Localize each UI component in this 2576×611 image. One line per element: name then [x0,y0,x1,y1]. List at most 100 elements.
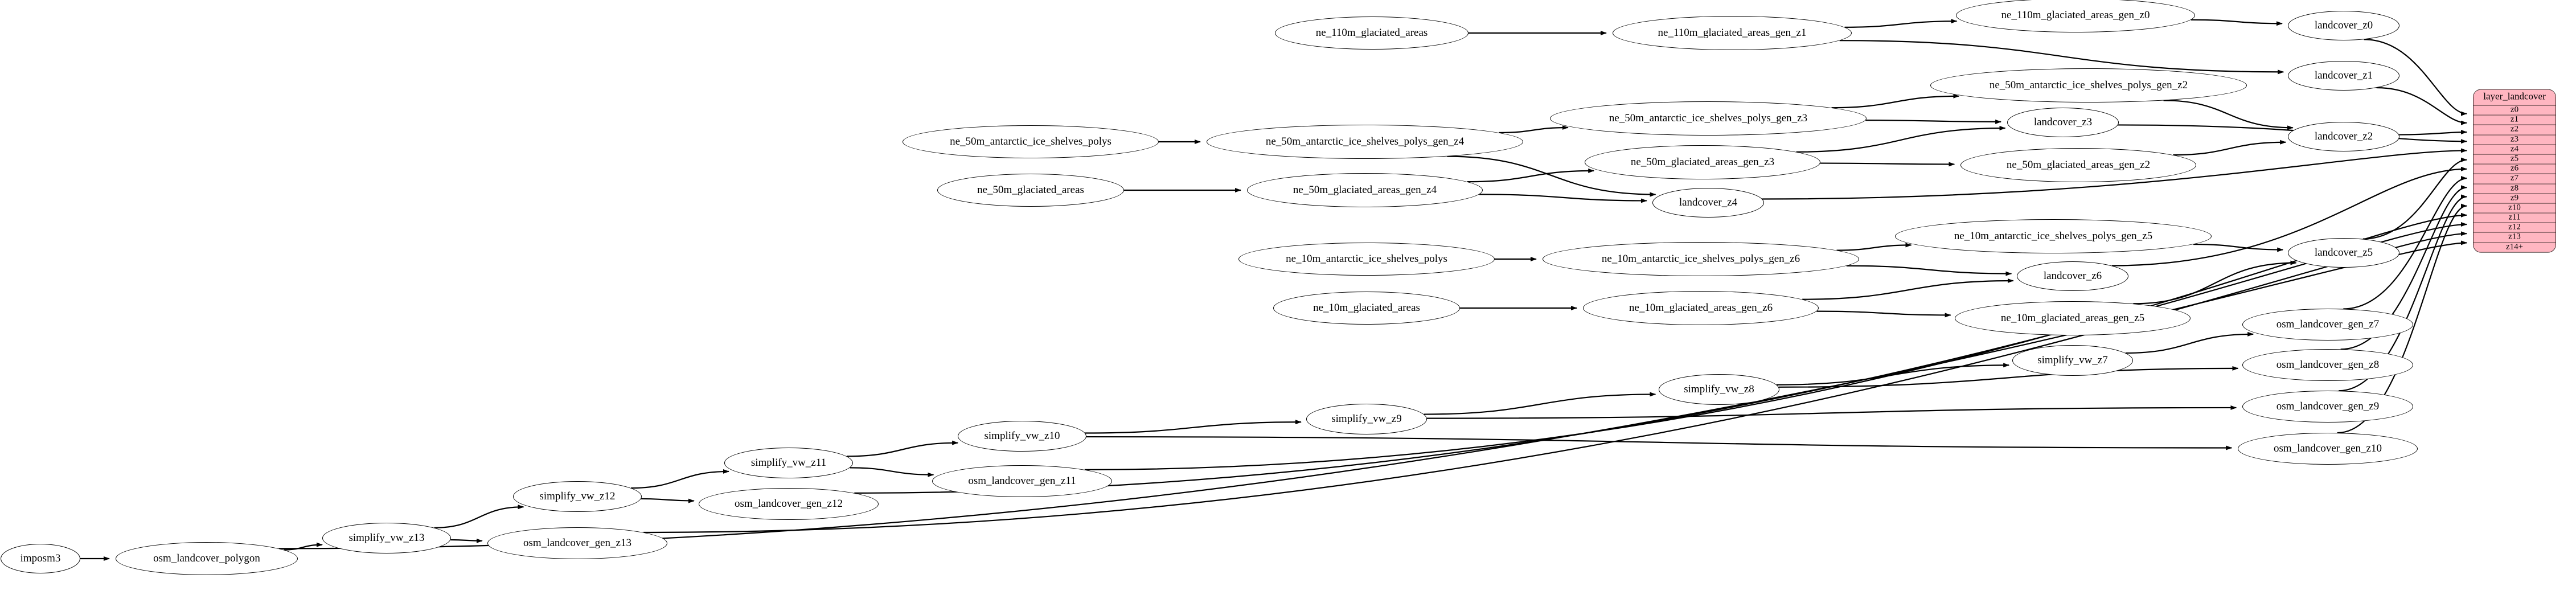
graph-node-osm_landcover_gen_z13[interactable]: osm_landcover_gen_z13 [487,527,667,559]
graph-edge [641,498,695,503]
table-row[interactable]: z12 [2474,223,2556,233]
graph-edge [1816,310,1951,318]
graph-edge [1479,194,1647,203]
graph-node-osm_landcover_polygon[interactable]: osm_landcover_polygon [116,542,298,575]
graph-node-label: ne_10m_antarctic_ice_shelves_polys_gen_z… [1954,230,2153,242]
graph-node-label: simplify_vw_z11 [750,457,827,469]
graph-edge [2343,176,2467,310]
graph-edge [1802,278,2014,300]
graph-node-osm_landcover_gen_z10[interactable]: osm_landcover_gen_z10 [2238,433,2418,465]
graph-node-osm_landcover_gen_z9[interactable]: osm_landcover_gen_z9 [2242,391,2413,423]
graph-node-osm_landcover_gen_z8[interactable]: osm_landcover_gen_z8 [2242,349,2413,381]
graph-edge [1839,40,2284,75]
graph-node-ne_50m_antarctic_ice_shelves_polys_gen_z4[interactable]: ne_50m_antarctic_ice_shelves_polys_gen_z… [1207,125,1523,159]
graph-node-ne_10m_glaciated_areas[interactable]: ne_10m_glaciated_areas [1273,292,1460,325]
graph-node-imposm3[interactable]: imposm3 [1,544,80,573]
graph-node-simplify_vw_z12[interactable]: simplify_vw_z12 [513,481,642,512]
graph-node-label: ne_110m_glaciated_areas [1315,27,1428,39]
graph-node-label: osm_landcover_gen_z10 [2274,442,2382,454]
graph-node-label: ne_110m_glaciated_areas_gen_z0 [2001,9,2150,21]
graph-node-ne_10m_antarctic_ice_shelves_polys_gen_z5[interactable]: ne_10m_antarctic_ice_shelves_polys_gen_z… [1895,219,2212,253]
graph-node-landcover_z5[interactable]: landcover_z5 [2288,238,2399,268]
graph-edge [1085,420,1302,434]
table-row[interactable]: z13 [2474,232,2556,243]
table-row[interactable]: z2 [2474,125,2556,136]
graph-node-osm_landcover_gen_z12[interactable]: osm_landcover_gen_z12 [699,488,879,520]
table-row[interactable]: z10 [2474,203,2556,214]
graph-node-label: ne_10m_glaciated_areas_gen_z6 [1629,302,1773,314]
graph-node-ne_50m_glaciated_areas_gen_z4[interactable]: ne_50m_glaciated_areas_gen_z4 [1247,173,1483,207]
graph-edge [1796,126,2006,153]
graph-node-ne_10m_antarctic_ice_shelves_polys[interactable]: ne_10m_antarctic_ice_shelves_polys [1238,243,1495,276]
graph-node-label: simplify_vw_z10 [984,430,1060,442]
graph-node-ne_50m_glaciated_areas[interactable]: ne_50m_glaciated_areas [937,174,1124,207]
graph-node-label: osm_landcover_gen_z11 [968,475,1076,487]
graph-node-landcover_z4[interactable]: landcover_z4 [1652,188,1764,218]
graph-node-ne_10m_glaciated_areas_gen_z6[interactable]: ne_10m_glaciated_areas_gen_z6 [1583,291,1819,325]
graph-edge [2193,243,2284,252]
graph-edge [434,505,524,528]
graph-node-ne_110m_glaciated_areas[interactable]: ne_110m_glaciated_areas [1275,17,1469,50]
table-row[interactable]: z6 [2474,164,2556,174]
table-row[interactable]: z4 [2474,145,2556,155]
table-row[interactable]: z14+ [2474,243,2556,252]
graph-node-simplify_vw_z13[interactable]: simplify_vw_z13 [322,523,451,553]
graph-node-label: ne_50m_antarctic_ice_shelves_polys [950,136,1111,147]
graph-node-label: landcover_z5 [2314,247,2373,259]
graph-node-osm_landcover_gen_z7[interactable]: osm_landcover_gen_z7 [2242,309,2413,341]
graph-node-ne_50m_antarctic_ice_shelves_polys[interactable]: ne_50m_antarctic_ice_shelves_polys [903,125,1159,158]
graph-edge [2364,39,2467,116]
graph-node-landcover_z0[interactable]: landcover_z0 [2288,11,2399,40]
graph-edge [1424,392,1656,415]
graph-node-landcover_z6[interactable]: landcover_z6 [2017,261,2128,291]
graph-node-ne_50m_glaciated_areas_gen_z2[interactable]: ne_50m_glaciated_areas_gen_z2 [1960,148,2196,182]
graph-edge [2340,185,2467,350]
graph-node-label: ne_50m_glaciated_areas [977,184,1084,196]
table-row[interactable]: z8 [2474,184,2556,194]
graph-node-osm_landcover_gen_z11[interactable]: osm_landcover_gen_z11 [932,465,1112,497]
graph-edge [631,469,729,489]
graph-node-label: landcover_z4 [1679,196,1738,208]
table-row[interactable]: z5 [2474,154,2556,165]
graph-node-simplify_vw_z10[interactable]: simplify_vw_z10 [958,421,1086,452]
table-row[interactable]: z11 [2474,213,2556,223]
graph-node-ne_10m_glaciated_areas_gen_z5[interactable]: ne_10m_glaciated_areas_gen_z5 [1955,301,2191,335]
graph-node-ne_50m_antarctic_ice_shelves_polys_gen_z2[interactable]: ne_50m_antarctic_ice_shelves_polys_gen_z… [1930,68,2247,102]
graph-node-simplify_vw_z9[interactable]: simplify_vw_z9 [1306,404,1427,434]
graph-node-label: ne_50m_glaciated_areas_gen_z2 [2006,159,2151,171]
table-row[interactable]: z3 [2474,135,2556,145]
graph-edge [846,440,959,457]
graph-node-simplify_vw_z11[interactable]: simplify_vw_z11 [724,448,853,478]
graph-node-label: ne_50m_antarctic_ice_shelves_polys_gen_z… [1609,112,1808,124]
graph-node-ne_50m_antarctic_ice_shelves_polys_gen_z3[interactable]: ne_50m_antarctic_ice_shelves_polys_gen_z… [1550,101,1867,136]
graph-edge [643,231,2467,534]
graph-node-label: simplify_vw_z9 [1331,413,1402,425]
graph-node-simplify_vw_z8[interactable]: simplify_vw_z8 [1659,374,1779,405]
graph-node-landcover_z3[interactable]: landcover_z3 [2007,108,2119,137]
graph-node-label: landcover_z1 [2314,69,2373,81]
graph-node-label: ne_50m_glaciated_areas_gen_z4 [1293,184,1437,196]
graph-edge [2362,157,2467,240]
graph-edge [2173,140,2287,156]
table-title: layer_landcover [2474,89,2556,106]
graph-node-label: landcover_z2 [2314,130,2373,142]
graph-node-ne_50m_glaciated_areas_gen_z3[interactable]: ne_50m_glaciated_areas_gen_z3 [1585,145,1820,179]
graph-node-landcover_z2[interactable]: landcover_z2 [2288,122,2399,151]
table-row[interactable]: z1 [2474,115,2556,125]
graph-node-landcover_z1[interactable]: landcover_z1 [2288,61,2399,91]
graph-edge [1831,93,1960,109]
graph-edge [1426,405,2237,419]
graph-node-ne_10m_antarctic_ice_shelves_polys_gen_z6[interactable]: ne_10m_antarctic_ice_shelves_polys_gen_z… [1543,242,1859,276]
graph-node-label: ne_10m_antarctic_ice_shelves_polys [1286,253,1447,265]
table-row[interactable]: z0 [2474,105,2556,116]
graph-edge [1820,162,1955,167]
graph-node-label: osm_landcover_polygon [153,552,260,564]
graph-node-simplify_vw_z7[interactable]: simplify_vw_z7 [2012,345,2133,376]
graph-node-label: osm_landcover_gen_z8 [2276,359,2380,371]
graph-node-label: ne_10m_glaciated_areas [1313,302,1420,314]
table-row[interactable]: z9 [2474,194,2556,204]
graph-edge [850,467,934,477]
graph-node-ne_110m_glaciated_areas_gen_z1[interactable]: ne_110m_glaciated_areas_gen_z1 [1613,16,1852,50]
table-row[interactable]: z7 [2474,174,2556,184]
